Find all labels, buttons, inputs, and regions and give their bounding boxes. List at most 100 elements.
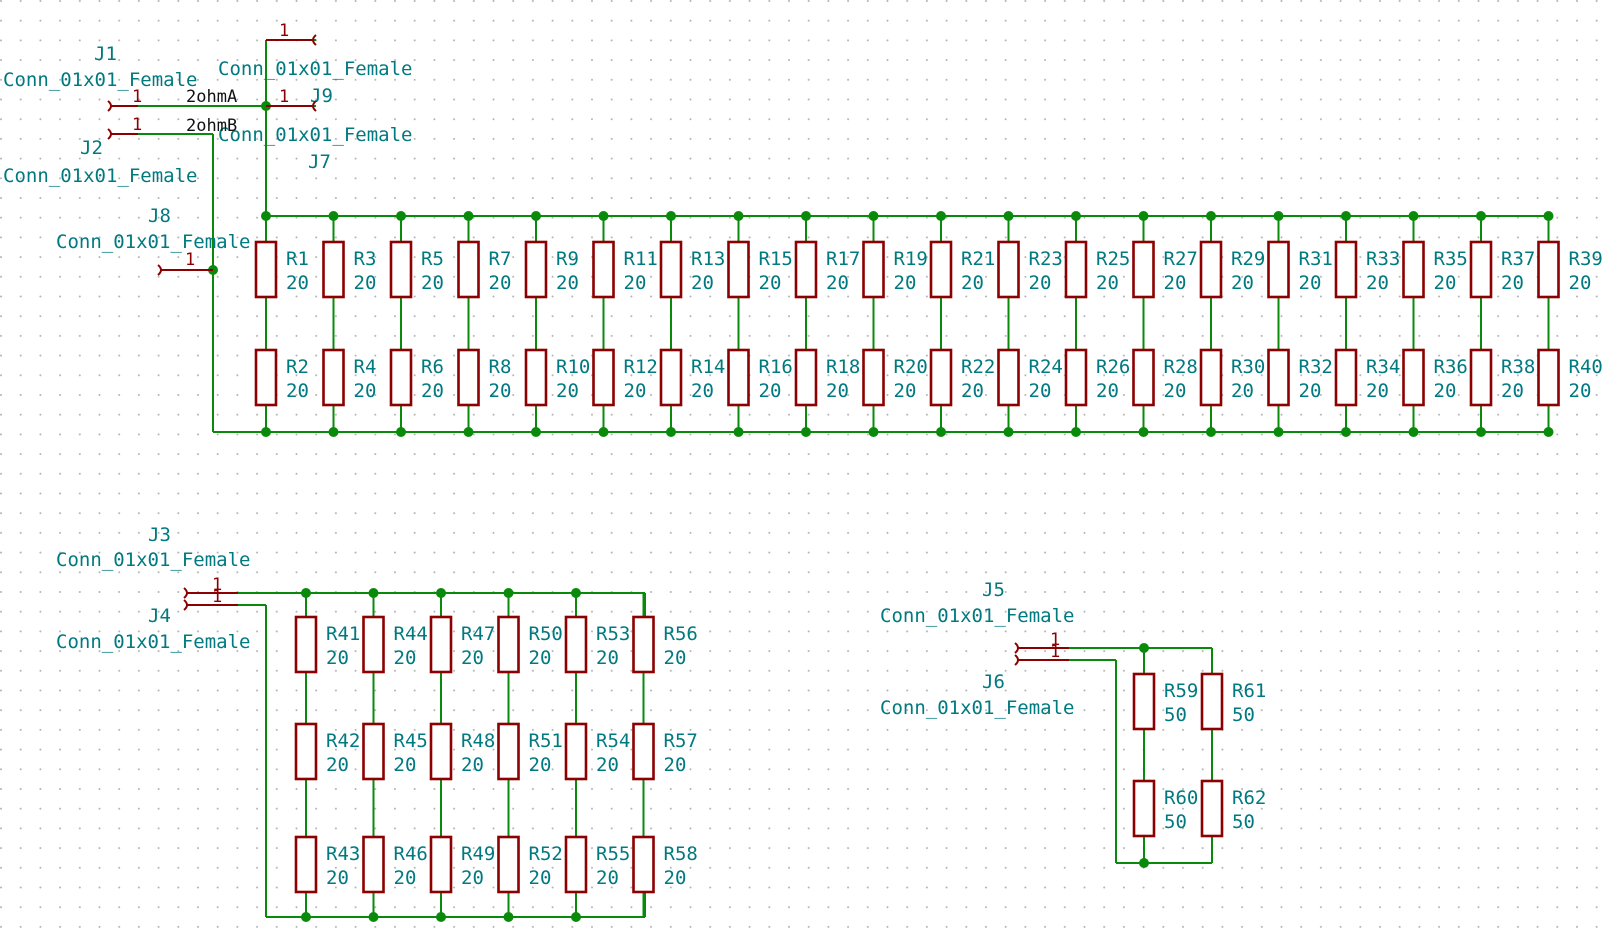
resistor-ref: R26 bbox=[1096, 356, 1130, 378]
resistor-ref: R29 bbox=[1231, 248, 1265, 270]
resistor-value: 20 bbox=[556, 380, 579, 402]
resistor-body bbox=[254, 348, 278, 407]
junction-dot bbox=[368, 912, 379, 922]
resistor-value: 20 bbox=[1501, 380, 1524, 402]
resistor-value: 20 bbox=[1299, 380, 1322, 402]
resistor-value: 20 bbox=[1029, 380, 1052, 402]
resistor-value: 20 bbox=[286, 380, 309, 402]
junction-dot bbox=[666, 211, 676, 221]
connector-ref-j8: J8 bbox=[148, 205, 171, 227]
connectors: J1 Conn_01x01_Female 1 J2 Conn_01x01_Fem… bbox=[3, 21, 1074, 719]
resistor-value: 20 bbox=[461, 867, 484, 889]
resistor-body bbox=[1199, 348, 1223, 407]
pin-number-j4: 1 bbox=[212, 587, 222, 607]
resistor-body bbox=[294, 835, 318, 894]
resistor-body bbox=[929, 348, 953, 407]
resistor-value: 20 bbox=[326, 754, 349, 776]
connector-value-j6: Conn_01x01_Female bbox=[880, 697, 1074, 719]
resistor-body bbox=[794, 348, 818, 407]
resistor-body bbox=[362, 835, 385, 894]
resistor-value: 20 bbox=[354, 380, 377, 402]
resistor-ref: R61 bbox=[1232, 680, 1266, 702]
junction-dot bbox=[733, 427, 744, 437]
resistor-body bbox=[1267, 348, 1290, 407]
connector-value-j5: Conn_01x01_Female bbox=[880, 605, 1074, 627]
resistor-value: 20 bbox=[596, 754, 619, 776]
resistor-value: 20 bbox=[1164, 272, 1187, 294]
junction-dot bbox=[571, 588, 581, 598]
resistor-value: 50 bbox=[1164, 704, 1187, 726]
connector-value-j4: Conn_01x01_Female bbox=[56, 631, 250, 653]
net-label-2ohmb: 2ohmB bbox=[186, 116, 237, 136]
resistor-value: 20 bbox=[394, 754, 417, 776]
junction-dot bbox=[1341, 211, 1351, 221]
junction-dot bbox=[436, 912, 446, 922]
resistor-body bbox=[1537, 240, 1560, 299]
resistor-value: 20 bbox=[1366, 380, 1389, 402]
resistor-ref: R3 bbox=[354, 248, 377, 270]
